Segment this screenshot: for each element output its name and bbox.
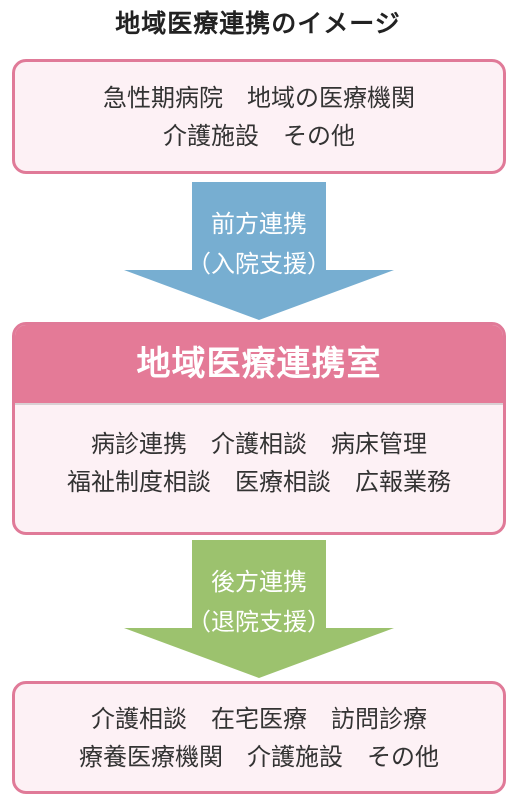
arrow-sublabel: （退院支援）: [187, 608, 331, 636]
office-services: 病診連携 介護相談 病床管理 福祉制度相談 医療相談 広報業務: [15, 405, 503, 501]
box-line: 療養医療機関 介護施設 その他: [79, 743, 439, 771]
regional-liaison-office-box: 地域医療連携室 病診連携 介護相談 病床管理 福祉制度相談 医療相談 広報業務: [12, 322, 506, 535]
box-line: 急性期病院 地域の医療機関: [103, 84, 415, 112]
discharge-destinations-box: 介護相談 在宅医療 訪問診療 療養医療機関 介護施設 その他: [12, 681, 506, 794]
arrow-label: 前方連携: [211, 210, 307, 238]
box-line: 病診連携 介護相談 病床管理: [91, 430, 427, 458]
down-arrow-icon: [124, 182, 394, 320]
box-line: 介護相談 在宅医療 訪問診療: [91, 705, 427, 733]
box-line: 介護施設 その他: [163, 122, 355, 150]
partner-institutions-box: 急性期病院 地域の医療機関 介護施設 その他: [12, 59, 506, 174]
arrow-shape: [124, 182, 394, 320]
diagram-title: 地域医療連携のイメージ: [115, 9, 401, 38]
arrow-shape: [124, 540, 394, 678]
forward-collaboration-arrow: 前方連携 （入院支援）: [124, 182, 394, 320]
office-header: 地域医療連携室: [15, 325, 503, 405]
down-arrow-icon: [124, 540, 394, 678]
box-line: 福祉制度相談 医療相談 広報業務: [67, 468, 451, 496]
arrow-label: 後方連携: [211, 568, 307, 596]
arrow-sublabel: （入院支援）: [187, 250, 331, 278]
backward-collaboration-arrow: 後方連携 （退院支援）: [124, 540, 394, 678]
